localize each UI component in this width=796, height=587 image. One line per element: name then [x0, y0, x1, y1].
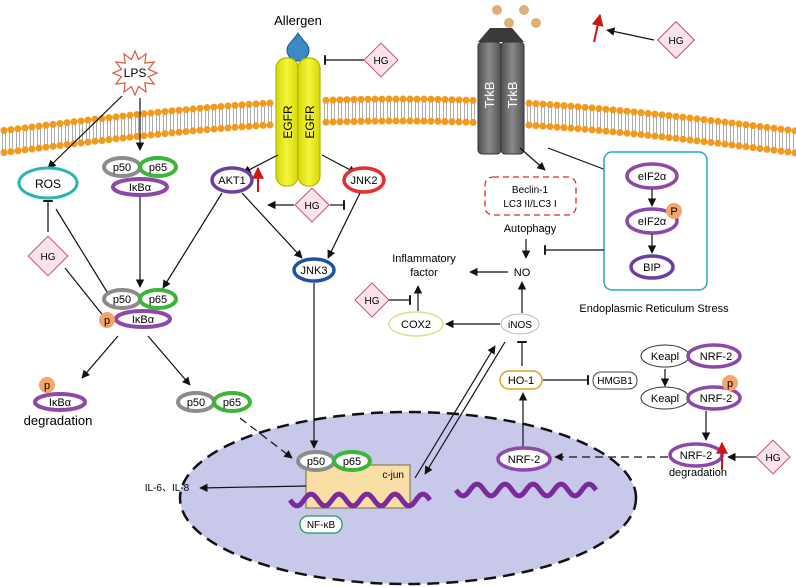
bip-node: BIP: [629, 254, 675, 280]
svg-text:NRF-2: NRF-2: [700, 393, 732, 405]
hg-node-cox2: HG: [354, 282, 390, 318]
lps-star-shape: [111, 49, 159, 97]
hmgb1-node: HMGB1: [592, 371, 638, 390]
svg-text:HMGB1: HMGB1: [597, 376, 633, 387]
svg-text:p65: p65: [149, 294, 167, 306]
svg-text:IκBα: IκBα: [129, 182, 152, 194]
nfkb-complex-nuclear: p50 p65: [296, 450, 372, 472]
svg-text:degradation: degradation: [24, 413, 93, 428]
lc3-label: LC3 II/LC3 I: [503, 199, 556, 210]
svg-text:p50: p50: [113, 294, 131, 306]
svg-text:p50: p50: [307, 456, 325, 468]
trkb-label-left: TrkB: [482, 82, 497, 109]
svg-text:HO-1: HO-1: [508, 375, 534, 387]
beclin-label: Beclin-1: [512, 185, 549, 196]
eif2a-node: eIF2α: [625, 162, 679, 190]
allergen-label: Allergen: [274, 13, 322, 28]
inflammatory-factor-label-1: Inflammatory: [392, 253, 456, 265]
er-stress-label: Endoplasmic Reticulum Stress: [579, 303, 729, 315]
nrf2-degradation-node: NRF-2 degradation: [668, 442, 727, 479]
ikba-degraded: p IκBα degradation: [24, 377, 93, 428]
cox2-node: COX2: [388, 311, 444, 337]
svg-text:NRF-2: NRF-2: [700, 351, 732, 363]
eif2a-phosphorylated-node: eIF2α P: [625, 203, 682, 235]
hg-node-trkb: HG: [656, 20, 696, 60]
svg-text:degradation: degradation: [669, 467, 727, 479]
keapl-nrf2-complex-phosphorylated: Keapl NRF-2 p: [640, 375, 742, 411]
svg-text:eIF2α: eIF2α: [638, 216, 667, 228]
svg-text:HG: HG: [41, 252, 56, 263]
svg-text:BIP: BIP: [643, 262, 661, 274]
hg-node-allergen: HG: [363, 42, 399, 78]
egfr-label-left: EGFR: [281, 105, 295, 139]
egfr-label-right: EGFR: [303, 105, 317, 139]
increase-arrow: [591, 13, 604, 43]
svg-text:p65: p65: [149, 162, 167, 174]
svg-text:Keapl: Keapl: [651, 393, 679, 405]
svg-text:JNK2: JNK2: [351, 175, 378, 187]
svg-text:p: p: [104, 315, 110, 327]
svg-text:eIF2α: eIF2α: [638, 171, 667, 183]
ho1-node: HO-1: [499, 370, 543, 390]
cell-membrane: [0, 95, 796, 157]
lps-label: LPS: [124, 66, 147, 80]
nfkb-label-pill: NF-κB: [299, 515, 343, 534]
hg-node-akt1: HG: [294, 187, 330, 223]
keapl-nrf2-complex-upper: Keapl NRF-2: [640, 343, 742, 369]
jnk2-node: JNK2: [342, 166, 386, 194]
p50-p65-free: p50 p65: [176, 391, 252, 413]
svg-text:HG: HG: [374, 56, 389, 67]
autophagy-label: Autophagy: [504, 223, 557, 235]
inflammatory-factor-label-2: factor: [410, 267, 438, 279]
svg-text:p: p: [727, 378, 733, 390]
svg-text:P: P: [670, 206, 677, 218]
dna-strand-right: [454, 481, 598, 499]
svg-text:p50: p50: [187, 397, 205, 409]
trkb-label-right: TrkB: [505, 82, 520, 109]
svg-text:HG: HG: [766, 453, 781, 464]
allergen-drop-icon: [286, 31, 310, 62]
no-label: NO: [514, 267, 531, 279]
svg-text:p65: p65: [223, 397, 241, 409]
svg-text:HG: HG: [305, 201, 320, 212]
cjun-label: c-jun: [382, 470, 404, 481]
svg-text:HG: HG: [669, 36, 684, 47]
hg-node-ros: HG: [27, 235, 69, 277]
svg-text:NF-κB: NF-κB: [307, 520, 336, 531]
autophagy-box: [484, 176, 577, 216]
svg-text:p50: p50: [113, 162, 131, 174]
nfkb-complex-phosphorylated: p50 p65 IκBα p: [99, 288, 178, 329]
nrf2-nuclear-node: NRF-2: [496, 446, 552, 472]
svg-text:HG: HG: [365, 296, 380, 307]
svg-text:p: p: [44, 380, 50, 392]
ligand-dots: [492, 5, 541, 28]
jnk3-node: JNK3: [292, 257, 336, 283]
akt1-node: AKT1: [210, 166, 254, 194]
il-label: IL-6、IL-8: [145, 483, 190, 494]
svg-text:NRF-2: NRF-2: [680, 450, 712, 462]
svg-text:IκBα: IκBα: [49, 397, 72, 409]
svg-text:iNOS: iNOS: [508, 320, 532, 331]
egfr-receptor-right: [297, 57, 321, 187]
svg-text:Keapl: Keapl: [651, 351, 679, 363]
hg-node-nrf2: HG: [755, 439, 791, 475]
svg-text:IκBα: IκBα: [132, 314, 155, 326]
dna-strand-left: [288, 491, 432, 509]
svg-text:ROS: ROS: [35, 177, 61, 191]
svg-text:JNK3: JNK3: [301, 265, 328, 277]
svg-text:NRF-2: NRF-2: [508, 454, 540, 466]
svg-text:COX2: COX2: [401, 319, 431, 331]
svg-text:AKT1: AKT1: [218, 175, 246, 187]
inos-node: iNOS: [500, 313, 540, 335]
svg-text:p65: p65: [343, 456, 361, 468]
ros-node: ROS: [17, 166, 79, 200]
nfkb-complex-upper: p50 p65 IκBα: [102, 156, 178, 197]
